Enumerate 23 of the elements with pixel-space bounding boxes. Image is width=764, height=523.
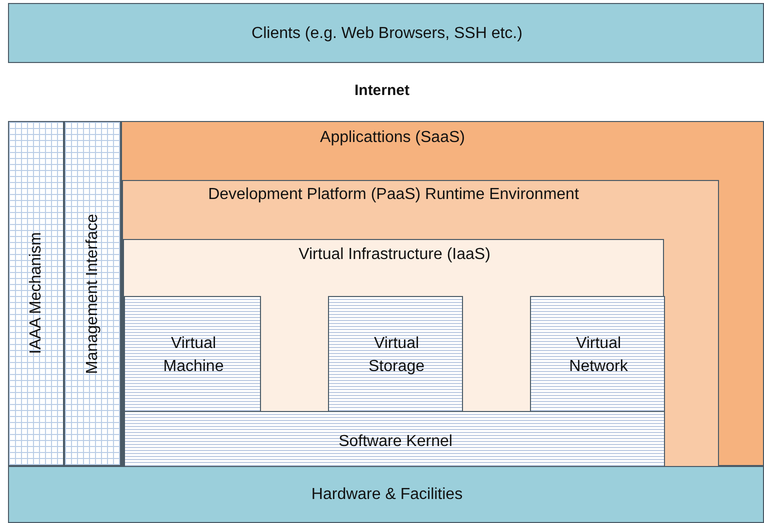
layer-box: [122, 180, 719, 467]
component-box: [530, 296, 665, 412]
component-box: [328, 296, 463, 412]
layer-box: [8, 3, 764, 63]
layer-box: [8, 466, 764, 523]
component-box: [124, 296, 261, 412]
network-label: Internet: [353, 81, 410, 101]
layer-box: [121, 121, 764, 466]
layer-label: Management Interface: [83, 212, 102, 376]
layer-label: Virtual Infrastructure (IaaS): [298, 245, 492, 265]
layer-box: [124, 411, 665, 469]
layer-label: Virtual Network: [568, 334, 629, 377]
layer-box: [123, 239, 664, 468]
layer-label: Virtual Storage: [367, 334, 426, 377]
layer-label: Development Platform (PaaS) Runtime Environment: [207, 185, 580, 205]
side-panel: [64, 121, 121, 466]
layer-label: Applicattions (SaaS): [319, 128, 466, 148]
layer-label: IAAA Mechanism: [26, 232, 46, 356]
layer-label: Clients (e.g. Web Browsers, SSH etc.): [250, 24, 524, 44]
side-panel: [8, 121, 64, 466]
layer-label: Software Kernel: [338, 432, 454, 452]
layer-label: Hardware & Facilities: [310, 485, 464, 505]
layer-label: Virtual Machine: [162, 334, 225, 377]
